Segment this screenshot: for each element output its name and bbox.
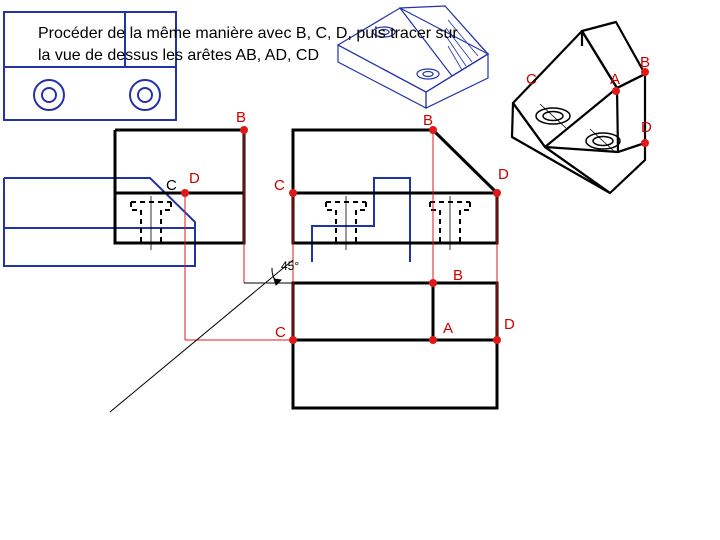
- ghost-front-overlay: [311, 177, 411, 262]
- construction-lines: [184, 130, 498, 341]
- top-point-C: [289, 336, 297, 344]
- iso-point-D: [641, 139, 649, 147]
- iso-label-C: C: [526, 71, 537, 88]
- front-point-C: [289, 189, 297, 197]
- iso-point-A: [612, 87, 620, 95]
- left-view-outline: [113, 128, 246, 245]
- front-point-B: [429, 126, 437, 134]
- iso-label-B: B: [640, 54, 650, 71]
- iso-hole-1: [535, 103, 571, 129]
- miter-45-line: [109, 259, 294, 413]
- iso-slanted-face: [615, 72, 647, 154]
- front-view: [291, 128, 501, 250]
- top-point-B: [429, 279, 437, 287]
- top-view: [291, 281, 499, 410]
- left-label-D: D: [189, 170, 200, 187]
- iso-top-step-face: [511, 29, 619, 149]
- left-view: [113, 128, 246, 250]
- front-view-lower-outline: [291, 191, 499, 245]
- front-label-D: D: [498, 166, 509, 183]
- miter-lines: [109, 259, 294, 413]
- angle-label: 45°: [281, 259, 299, 273]
- iso-left-face: [510, 101, 612, 195]
- iso-label-A: A: [610, 71, 620, 88]
- front-point-D: [493, 189, 501, 197]
- top-label-D: D: [504, 316, 515, 333]
- left-label-C: C: [166, 177, 177, 194]
- left-label-B: B: [236, 109, 246, 126]
- iso-label-D: D: [641, 119, 652, 136]
- isometric-view: [510, 20, 647, 195]
- top-point-A: [429, 336, 437, 344]
- ghost-top-left-view: [3, 11, 177, 121]
- front-label-C: C: [274, 177, 285, 194]
- angle-arrow: [273, 278, 283, 286]
- instruction-line-1: Procéder de la même manière avec B, C, D…: [38, 25, 458, 42]
- ghost-iso-hatch: [445, 13, 485, 71]
- front-view-upper-outline: [291, 128, 501, 195]
- iso-point-B: [641, 68, 649, 76]
- top-point-D: [493, 336, 501, 344]
- top-view-outline: [291, 281, 499, 410]
- point-labels: C A B D B C D B D C B C A D: [166, 54, 652, 341]
- ghost-iso-small: [336, 5, 490, 109]
- iso-hole-2: [585, 128, 621, 154]
- left-point-B: [240, 126, 248, 134]
- top-label-C: C: [275, 324, 286, 341]
- top-label-A: A: [443, 320, 453, 337]
- front-label-B: B: [423, 112, 433, 129]
- instruction-line-2: la vue de dessus les arêtes AB, AD, CD: [38, 47, 319, 64]
- top-label-B: B: [453, 267, 463, 284]
- ghost-views: [3, 5, 490, 267]
- left-point-C: [181, 189, 189, 197]
- front-view-hidden-holes: [325, 201, 471, 243]
- points: [181, 68, 649, 344]
- instruction-text: Procéder de la même manière avec B, C, D…: [38, 25, 458, 64]
